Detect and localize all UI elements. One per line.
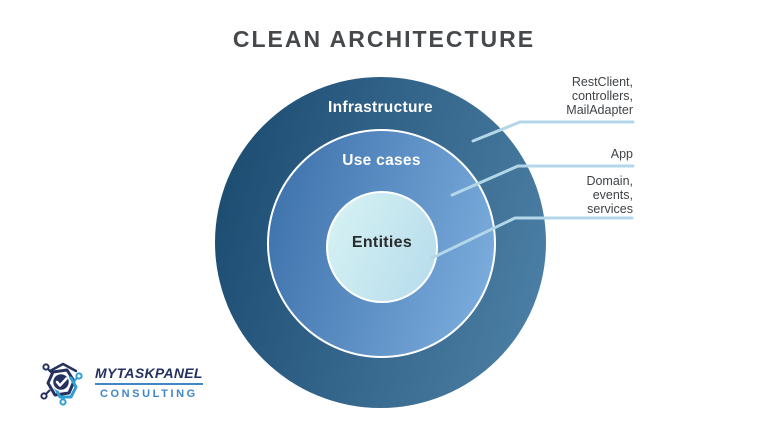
brand-logo-text: MYTASKPANEL CONSULTING [95, 365, 203, 400]
annotation-line: services [587, 202, 633, 216]
annotation-line: App [610, 147, 633, 161]
ring-label-entities: Entities [351, 234, 413, 251]
annotation-entities: Domain, events, services [586, 174, 633, 216]
annotation-line: RestClient, [571, 75, 633, 89]
ring-label-infrastructure: Infrastructure [328, 99, 433, 116]
annotation-line: controllers, [571, 89, 633, 103]
brand-logo: MYTASKPANEL CONSULTING [36, 356, 203, 408]
brand-subtitle: CONSULTING [99, 387, 198, 400]
annotation-infrastructure: RestClient, controllers, MailAdapter [566, 75, 633, 117]
page-title: CLEAN ARCHITECTURE [232, 26, 536, 52]
annotation-line: events, [592, 188, 633, 202]
annotation-line: Domain, [586, 174, 633, 188]
annotation-line: MailAdapter [566, 103, 633, 117]
brand-name: MYTASKPANEL [95, 365, 203, 385]
mytaskpanel-logo-icon [40, 362, 83, 406]
annotation-use-cases: App [611, 147, 633, 161]
ring-entities [326, 191, 438, 303]
ring-label-use-cases: Use cases [342, 152, 421, 169]
